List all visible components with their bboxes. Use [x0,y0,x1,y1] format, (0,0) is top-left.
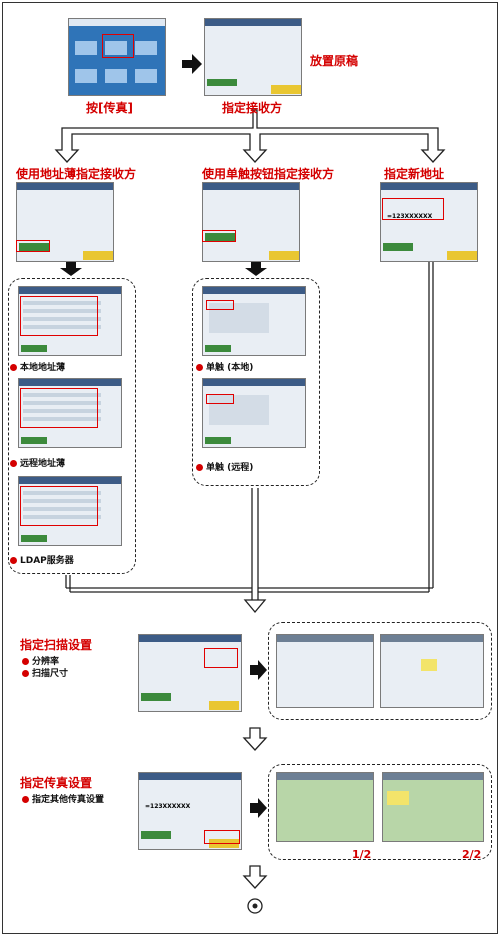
caption-specify-destination: 指定接收方 [222,101,283,115]
fax-number-text: =123XXXXXX [387,213,433,220]
scan-settings-title: 指定扫描设置 [20,638,93,652]
branch-address-book: 使用地址薄指定接收方 [16,167,137,181]
remote-list-highlight [20,388,98,428]
local-address-book-screen [18,286,122,356]
scan-settings-highlight[interactable] [204,648,238,668]
one-touch-remote-label: 单触 (远程) [196,460,253,473]
remote-address-book-screen [18,378,122,448]
one-touch-local-label: 单触 (本地) [196,360,253,373]
page-indicator-1: 1/2 [352,848,372,861]
local-list-highlight [20,296,98,336]
options-page-1-screen [276,772,374,842]
one-touch-remote-screen [202,378,306,448]
scan-settings-group [268,622,492,720]
fax-screen-address-book [16,182,114,262]
ldap-server-screen [18,476,122,546]
caption-place-original: 放置原稿 [310,54,359,68]
branch-new-address: 指定新地址 [384,167,445,181]
fax-settings-title: 指定传真设置 [20,776,93,790]
scan-size-screen [380,634,484,708]
fax-settings-group [268,764,492,860]
resolution-screen [276,634,374,708]
local-address-book-label: 本地地址薄 [10,360,65,373]
one-touch-group [192,278,320,486]
options-page-2-screen [382,772,484,842]
address-book-button-highlight[interactable] [16,240,50,252]
one-touch-button-highlight[interactable] [202,230,236,242]
scan-size: 扫描尺寸 [22,666,68,679]
one-touch-local-highlight [206,300,234,310]
fax-settings-screen: =123XXXXXX [138,772,242,850]
scan-fax-screen [138,634,242,712]
address-book-group [8,278,136,574]
branch-one-touch: 使用单触按钮指定接收方 [202,167,335,181]
scan-resolution: 分辨率 [22,654,59,667]
page-indicator-2: 2/2 [462,848,482,861]
remote-address-book-label: 远程地址薄 [10,456,65,469]
ldap-server-label: LDAP服务器 [10,553,74,566]
caption-press-fax: 按[传真] [86,101,133,115]
one-touch-local-screen [202,286,306,356]
one-touch-remote-highlight [206,394,234,404]
fax-number-text-2: =123XXXXXX [145,803,191,810]
fax-base-screen [204,18,302,96]
fax-screen-one-touch [202,182,300,262]
new-address-highlight[interactable] [382,198,444,220]
fax-screen-new-address: =123XXXXXX [380,182,478,262]
fax-button-highlight[interactable] [102,34,134,58]
ldap-list-highlight [20,486,98,526]
other-fax-settings: 指定其他传真设置 [22,792,104,805]
options-highlight[interactable] [204,830,240,844]
